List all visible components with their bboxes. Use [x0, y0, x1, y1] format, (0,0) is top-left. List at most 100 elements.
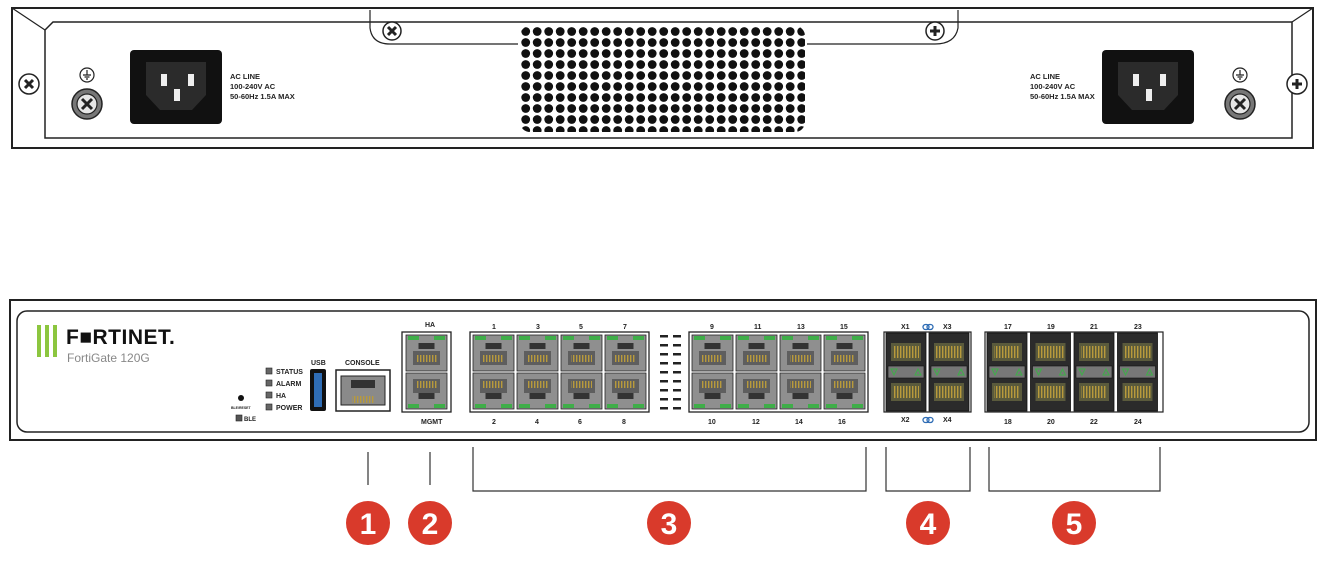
- rj45-port[interactable]: [516, 334, 559, 372]
- port-led: [475, 404, 486, 408]
- rj45-port[interactable]: [560, 372, 603, 410]
- power-label-line: 100-240V AC: [230, 82, 276, 91]
- rj45-port-group-9-16: [688, 331, 869, 413]
- port-number-label: 6: [578, 419, 582, 426]
- sfp-plus-port-group-x1-x4: [883, 331, 972, 413]
- x-port-label: X1: [901, 324, 910, 331]
- mgmt-port-label: MGMT: [421, 419, 443, 426]
- port-number-label: 3: [536, 324, 540, 331]
- status-leds: STATUS ALARM HA POWER: [265, 367, 303, 412]
- port-led: [434, 336, 445, 340]
- rj45-port[interactable]: [604, 334, 647, 372]
- brand-name: F■RTINET.: [66, 326, 175, 349]
- port-led: [694, 404, 705, 408]
- callout-number: 2: [422, 508, 439, 541]
- callout-brackets: [367, 447, 1161, 492]
- sfp-port-label: 20: [1047, 419, 1055, 426]
- usb-label: USB: [311, 360, 326, 367]
- power-label-line: 50-60Hz 1.5A MAX: [1030, 92, 1095, 101]
- x-port-label: X3: [943, 324, 952, 331]
- ha-mgmt-port-block: [401, 331, 452, 413]
- led-indicator: [265, 367, 273, 375]
- callout-number: 4: [920, 508, 937, 541]
- sfp-port-label: 19: [1047, 324, 1055, 331]
- screw-icon: [925, 21, 945, 41]
- sfp-port-label: 17: [1004, 324, 1012, 331]
- power-label-line: AC LINE: [230, 72, 260, 81]
- port-number-label: 9: [710, 324, 714, 331]
- rj45-port[interactable]: [735, 334, 778, 372]
- port-number-label: 7: [623, 324, 627, 331]
- reset-pinhole[interactable]: [238, 395, 244, 401]
- rj45-port[interactable]: [604, 372, 647, 410]
- front-panel: F■RTINET. FortiGate 120G BLE/RESET BLE S…: [9, 299, 1317, 441]
- led-indicator: [265, 391, 273, 399]
- port-number-label: 5: [579, 324, 583, 331]
- port-led: [434, 404, 445, 408]
- port-led: [764, 404, 775, 408]
- port-number-label: 1: [492, 324, 496, 331]
- screw-icon: [1286, 73, 1308, 95]
- ground-icon: [79, 67, 95, 83]
- callout-badge-1: 1: [346, 501, 390, 545]
- port-number-label: 16: [838, 419, 846, 426]
- rj45-port[interactable]: [472, 334, 515, 372]
- rj45-port[interactable]: [516, 372, 559, 410]
- rj45-port[interactable]: [735, 372, 778, 410]
- led-indicator: [265, 403, 273, 411]
- rj45-port[interactable]: [560, 334, 603, 372]
- callout-badge-5: 5: [1052, 501, 1096, 545]
- port-led: [720, 336, 731, 340]
- screw-icon: [382, 21, 402, 41]
- led-label: HA: [276, 393, 286, 400]
- port-led: [738, 336, 749, 340]
- activity-led-strip: [660, 335, 681, 410]
- port-number-label: 14: [795, 419, 803, 426]
- rj45-port[interactable]: [405, 372, 448, 410]
- port-led: [501, 404, 512, 408]
- port-led: [408, 336, 419, 340]
- callout-badge-2: 2: [408, 501, 452, 545]
- ground-icon: [1232, 67, 1248, 83]
- sfp-port-label: 23: [1134, 324, 1142, 331]
- callout-badge-4: 4: [906, 501, 950, 545]
- link-icon: [922, 323, 934, 331]
- rj45-port[interactable]: [691, 334, 734, 372]
- port-led: [519, 404, 530, 408]
- x-port-label: X2: [901, 417, 910, 424]
- sfp-port[interactable]: [986, 332, 1028, 412]
- power-label-line: 100-240V AC: [1030, 82, 1076, 91]
- power-label-line: 50-60Hz 1.5A MAX: [230, 92, 295, 101]
- sfp-port[interactable]: [1117, 332, 1158, 412]
- port-led: [545, 404, 556, 408]
- sfp-port-label: 18: [1004, 419, 1012, 426]
- port-led: [501, 336, 512, 340]
- rj45-port[interactable]: [472, 372, 515, 410]
- rj45-port[interactable]: [779, 372, 822, 410]
- rj45-port[interactable]: [405, 334, 448, 372]
- port-led: [782, 404, 793, 408]
- port-led: [694, 336, 705, 340]
- power-label-line: AC LINE: [1030, 72, 1060, 81]
- usb-port[interactable]: [310, 369, 326, 411]
- led-label: STATUS: [276, 369, 303, 376]
- ac-power-inlet-right: [1102, 50, 1194, 124]
- sfp-port-group-17-24: [984, 331, 1164, 413]
- sfp-port-label: 24: [1134, 419, 1142, 426]
- rj45-port[interactable]: [823, 372, 866, 410]
- rj45-port[interactable]: [691, 372, 734, 410]
- sfp-port-label: 22: [1090, 419, 1098, 426]
- console-port[interactable]: [335, 369, 391, 412]
- sfp-port[interactable]: [1030, 332, 1071, 412]
- port-led: [475, 336, 486, 340]
- sfp-port[interactable]: [885, 332, 927, 412]
- port-led: [808, 336, 819, 340]
- sfp-port[interactable]: [1073, 332, 1115, 412]
- sfp-port[interactable]: [928, 332, 970, 412]
- rj45-port[interactable]: [779, 334, 822, 372]
- rj45-port-labels: 1 3 5 7 9 11 13 15 2 4 6 8 10 12 14 16: [492, 324, 848, 426]
- vent-grille: [518, 24, 807, 134]
- rj45-port[interactable]: [823, 334, 866, 372]
- port-number-label: 12: [752, 419, 760, 426]
